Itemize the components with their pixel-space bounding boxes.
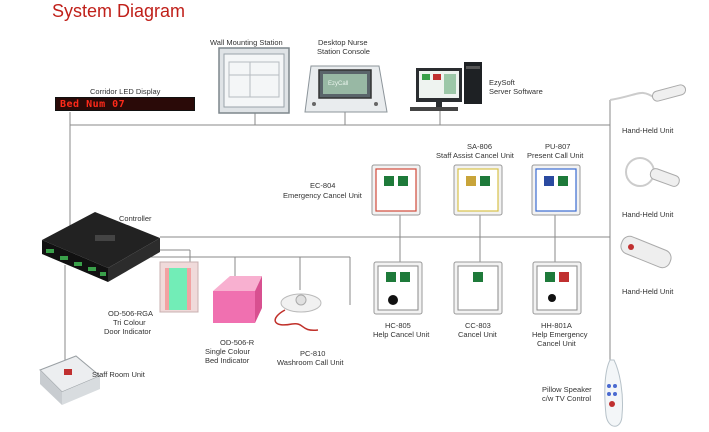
cc803-label-line2: Cancel Unit [458,330,497,339]
ec-804-unit [371,164,421,216]
handheld-label-3: Hand-Held Unit [622,287,674,296]
pu807-label-line2: Present Call Unit [527,151,584,160]
pc810-label-line2: Washroom Call Unit [277,358,344,367]
pc810-label-line1: PC-810 [300,349,326,358]
pu807-label-line1: PU-807 [545,142,571,151]
hc805-label-line2: Help Cancel Unit [373,330,430,339]
hh801a-label-line1: HH-801A [541,321,572,330]
console-screen-text: EzyCall [328,81,349,87]
handheld-label-1: Hand-Held Unit [622,126,674,135]
page-title: System Diagram [52,1,186,21]
sa806-label-line2: Staff Assist Cancel Unit [436,151,514,160]
hc-805-unit [373,261,423,315]
handheld-label-2: Hand-Held Unit [622,210,674,219]
corridor-led-label: Corridor LED Display [90,87,161,96]
nurse-console-label-line1: Desktop Nurse [318,38,368,47]
hh-801a-unit [532,261,582,315]
staff-room-unit [39,355,101,405]
od506rga-label-line3: Door Indicator [104,327,152,336]
pillow-speaker [604,359,623,427]
od506r-label-line3: Bed Indicator [205,356,250,365]
handheld-unit-3 [620,235,672,269]
wall-mounting-station [218,47,290,114]
bed-indicator [213,276,262,323]
controller-label: Controller [119,214,152,223]
door-indicator [159,261,199,313]
ec804-label-line1: EC-804 [310,181,336,190]
od506r-label-line2: Single Colour [205,347,251,356]
sa806-label-line1: SA-806 [467,142,493,151]
server-label-line2: Server Software [489,87,543,96]
pu-807-unit [531,164,581,216]
od506rga-label-line2: Tri Colour [113,318,146,327]
od506r-label-line1: OD-506-R [220,338,255,347]
hh801a-label-line3: Cancel Unit [537,339,576,348]
wall-station-label: Wall Mounting Station [210,38,283,47]
washroom-call-unit [274,293,322,331]
sa-806-unit [453,164,503,216]
pillow-speaker-label-line1: Pillow Speaker [542,385,592,394]
connection-lines [64,100,611,365]
staff-room-label: Staff Room Unit [92,370,145,379]
hh801a-label-line2: Help Emergency [532,330,588,339]
pillow-speaker-label-line2: c/w TV Control [542,394,592,403]
handheld-unit-2 [625,157,680,187]
nurse-console-label-line2: Station Console [317,47,370,56]
server-computer [410,62,482,111]
cc803-label-line1: CC-803 [465,321,491,330]
hc805-label-line1: HC-805 [385,321,411,330]
server-label-line1: EzySoft [489,78,515,87]
handheld-unit-1 [609,84,687,102]
od506rga-label-line1: OD-506-RGA [108,309,154,318]
cc-803-unit [453,261,503,315]
controller-device [42,212,160,282]
nurse-station-console [304,65,388,113]
corridor-led-display: Bed Num 07 [55,97,195,111]
ec804-label-line2: Emergency Cancel Unit [283,191,362,200]
